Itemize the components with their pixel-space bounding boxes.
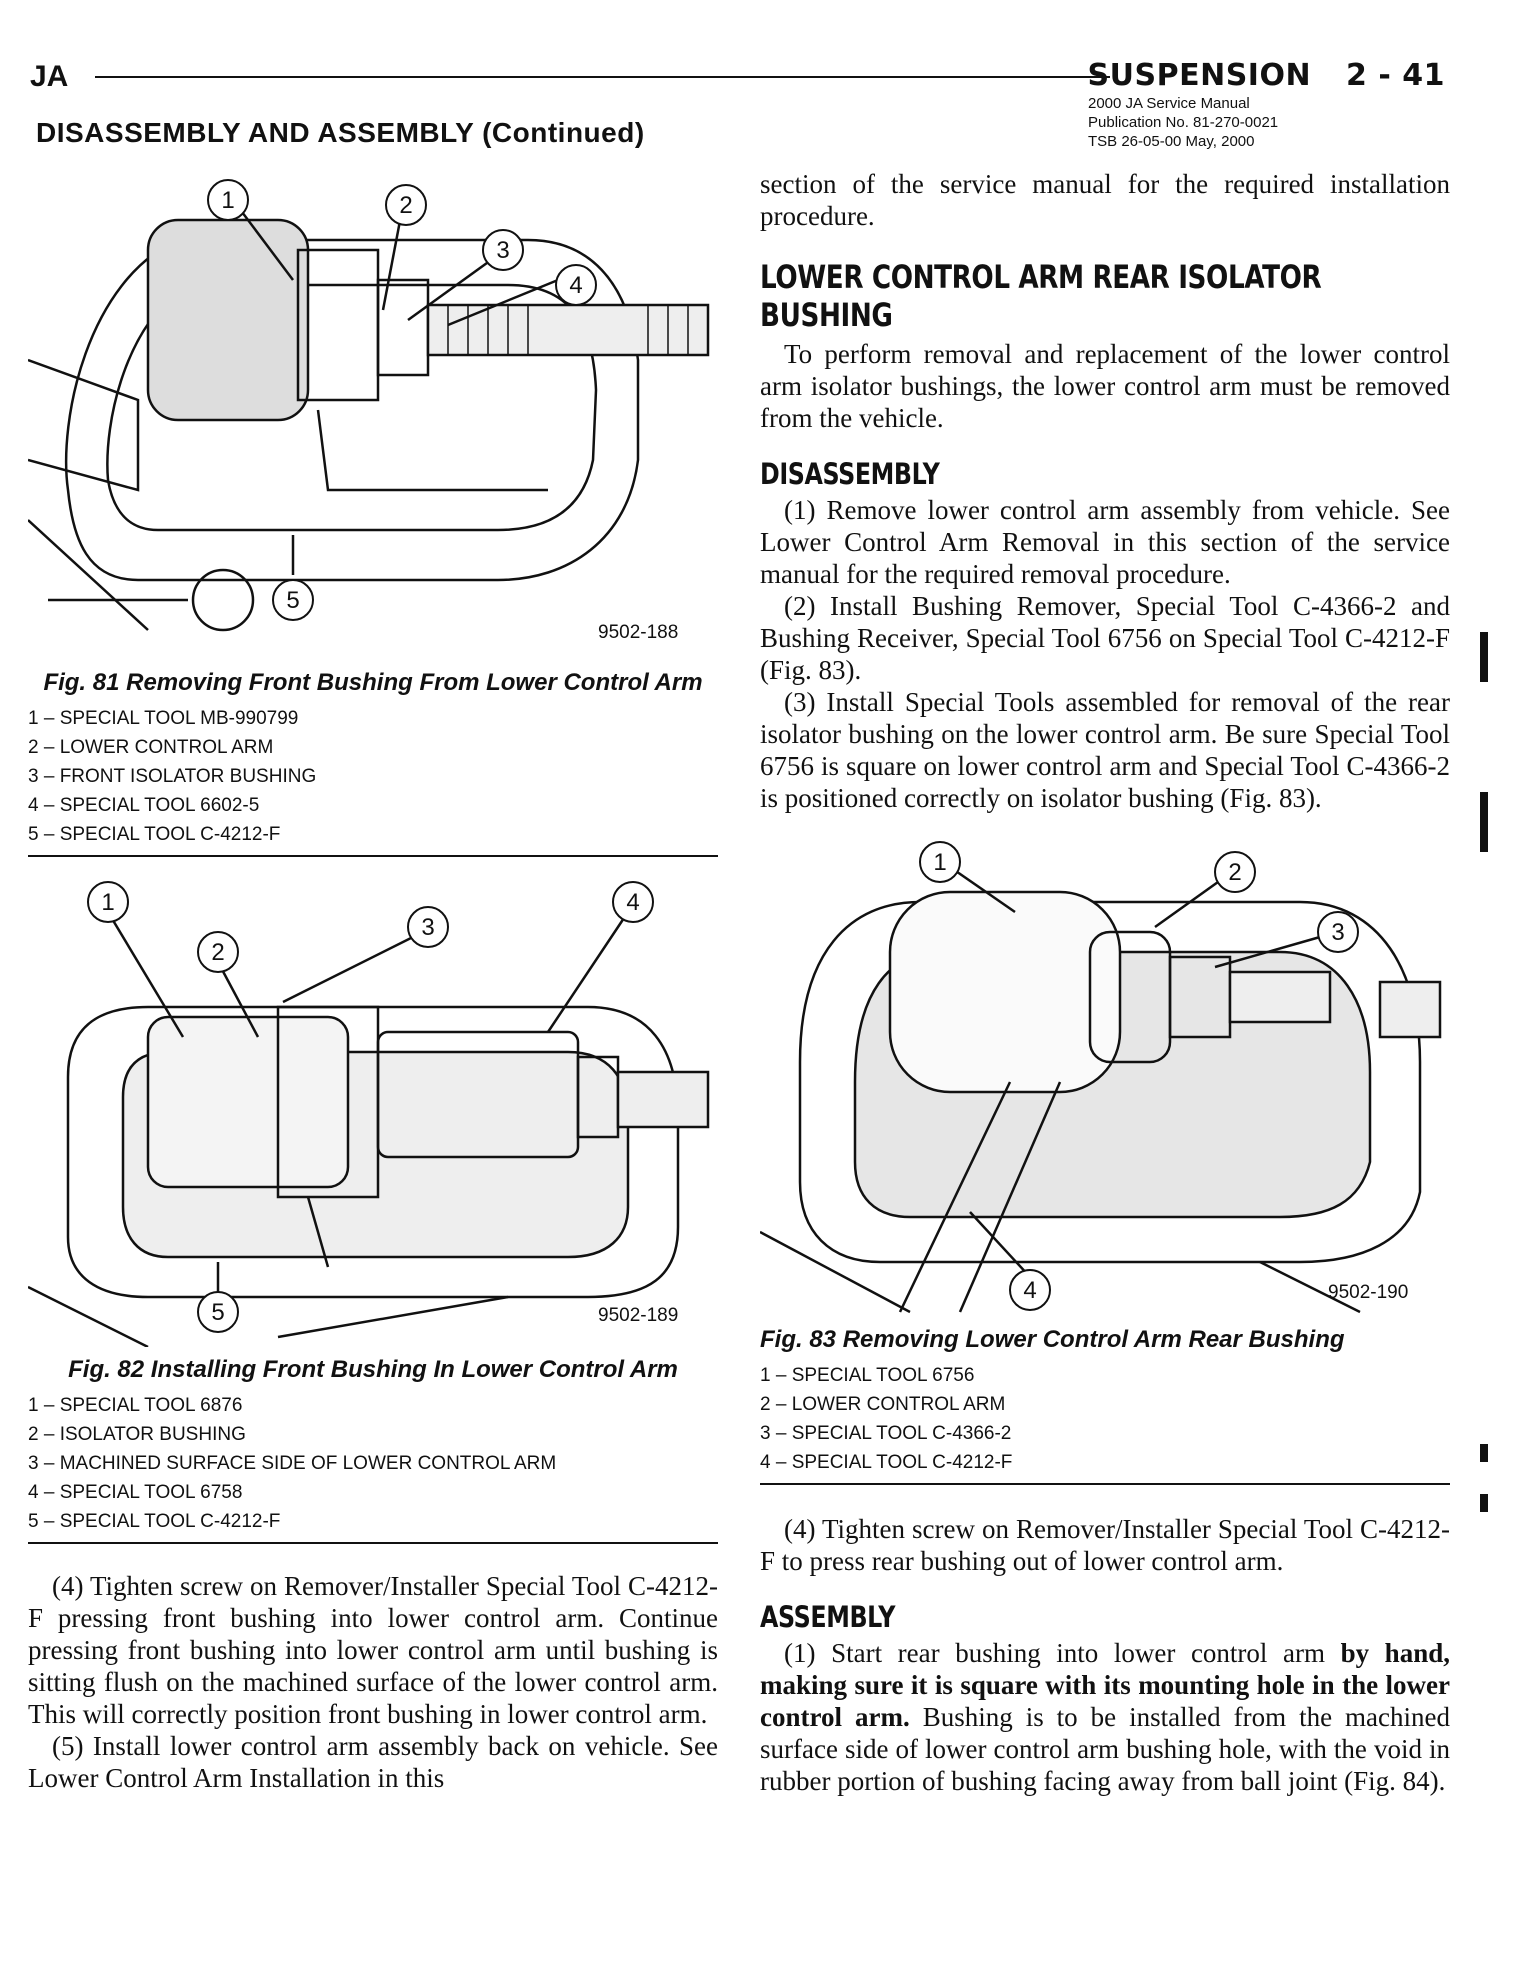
fig81-callout: 4 bbox=[569, 272, 582, 299]
header-manual-code: JA bbox=[30, 60, 69, 93]
fig81-illustration: 1 2 3 4 5 bbox=[28, 179, 710, 632]
fig81-callout: 2 bbox=[399, 192, 412, 219]
header-section-name: SUSPENSION bbox=[1087, 58, 1312, 93]
legend-rule bbox=[760, 1483, 1450, 1485]
step-text: (1) Start rear bushing into lower contro… bbox=[784, 1638, 1341, 1668]
fig82-legend: 1 – SPECIAL TOOL 6876 2 – ISOLATOR BUSHI… bbox=[28, 1391, 718, 1536]
fig82-code: 9502-189 bbox=[598, 1305, 679, 1326]
legend-item: 2 – LOWER CONTROL ARM bbox=[760, 1394, 1006, 1415]
body-paragraph: section of the service manual for the re… bbox=[760, 169, 1450, 231]
step-paragraph: (2) Install Bushing Remover, Special Too… bbox=[760, 591, 1450, 685]
fig83-illustration: 1 2 3 4 bbox=[760, 841, 1442, 1314]
body-paragraph: To perform removal and replacement of th… bbox=[760, 339, 1450, 433]
fig83-callout: 1 bbox=[933, 849, 946, 876]
legend-item: 4 – SPECIAL TOOL C-4212-F bbox=[760, 1452, 1013, 1473]
fig81-code: 9502-188 bbox=[598, 622, 679, 643]
subsection-heading: ASSEMBLY bbox=[760, 1600, 896, 1634]
step-text: Bushing is to be installed from the mach… bbox=[760, 1702, 1450, 1796]
legend-item: 3 – FRONT ISOLATOR BUSHING bbox=[28, 766, 317, 787]
legend-item: 4 – SPECIAL TOOL 6602-5 bbox=[28, 795, 260, 816]
section-title: DISASSEMBLY AND ASSEMBLY (Continued) bbox=[36, 117, 645, 148]
fig82-callout: 2 bbox=[211, 939, 224, 966]
subsection-heading: DISASSEMBLY bbox=[760, 457, 940, 491]
step-paragraph: (1) Remove lower control arm assembly fr… bbox=[760, 495, 1450, 589]
fig82-callout: 3 bbox=[421, 914, 434, 941]
legend-item: 4 – SPECIAL TOOL 6758 bbox=[28, 1482, 243, 1503]
step-paragraph: (4) Tighten screw on Remover/Installer S… bbox=[760, 1514, 1450, 1576]
header-rule bbox=[95, 76, 1110, 78]
figure-83: 1 2 3 4 9502-190 bbox=[760, 832, 1450, 1317]
body-paragraph: (5) Install lower control arm assembly b… bbox=[28, 1731, 718, 1793]
fig81-legend: 1 – SPECIAL TOOL MB-990799 2 – LOWER CON… bbox=[28, 704, 718, 849]
fig83-legend: 1 – SPECIAL TOOL 6756 2 – LOWER CONTROL … bbox=[760, 1361, 1450, 1477]
legend-item: 1 – SPECIAL TOOL MB-990799 bbox=[28, 708, 299, 729]
legend-rule bbox=[28, 855, 718, 857]
fig81-caption: Fig. 81 Removing Front Bushing From Lowe… bbox=[43, 669, 703, 696]
fig82-callout: 4 bbox=[626, 889, 639, 916]
fig81-callout: 1 bbox=[221, 187, 234, 214]
section-heading: LOWER CONTROL ARM REAR ISOLATOR BUSHING bbox=[760, 258, 1322, 334]
legend-item: 3 – SPECIAL TOOL C-4366-2 bbox=[760, 1423, 1012, 1444]
publication-line: 2000 JA Service Manual bbox=[1088, 95, 1250, 112]
step-paragraph: (3) Install Special Tools assembled for … bbox=[760, 687, 1450, 813]
legend-rule bbox=[28, 1542, 718, 1544]
left-column: 1 2 3 4 5 9502-188 Fig. 81 Removing Fron… bbox=[28, 160, 718, 1794]
fig83-callout: 4 bbox=[1023, 1277, 1036, 1304]
change-bar bbox=[1480, 632, 1488, 682]
step-emphasis: by hand, making sure it is square with i… bbox=[760, 1638, 1450, 1732]
change-bar bbox=[1480, 792, 1488, 852]
publication-info: 2000 JA Service Manual Publication No. 8… bbox=[1088, 94, 1278, 151]
legend-item: 5 – SPECIAL TOOL C-4212-F bbox=[28, 1511, 281, 1532]
header-page-number: 2 - 41 bbox=[1346, 58, 1445, 93]
fig82-callout: 1 bbox=[101, 889, 114, 916]
figure-81: 1 2 3 4 5 9502-188 bbox=[28, 160, 718, 660]
legend-item: 1 – SPECIAL TOOL 6876 bbox=[28, 1395, 243, 1416]
legend-item: 2 – ISOLATOR BUSHING bbox=[28, 1424, 246, 1445]
header-section: SUSPENSION 2 - 41 bbox=[1088, 58, 1445, 93]
fig82-caption: Fig. 82 Installing Front Bushing In Lowe… bbox=[68, 1356, 678, 1383]
body-paragraph: (4) Tighten screw on Remover/Installer S… bbox=[28, 1571, 718, 1729]
change-bar bbox=[1480, 1444, 1488, 1462]
fig82-illustration: 1 2 3 4 5 bbox=[28, 881, 710, 1347]
step-paragraph: (1) Start rear bushing into lower contro… bbox=[760, 1637, 1450, 1797]
right-column: section of the service manual for the re… bbox=[760, 168, 1450, 1797]
fig83-callout: 2 bbox=[1228, 859, 1241, 886]
figure-82: 1 2 3 4 5 9502-189 bbox=[28, 867, 718, 1347]
publication-line: Publication No. 81-270-0021 bbox=[1088, 114, 1279, 131]
publication-line: TSB 26-05-00 May, 2000 bbox=[1088, 133, 1255, 150]
fig83-caption: Fig. 83 Removing Lower Control Arm Rear … bbox=[760, 1326, 1345, 1353]
fig83-callout: 3 bbox=[1331, 919, 1344, 946]
legend-item: 3 – MACHINED SURFACE SIDE OF LOWER CONTR… bbox=[28, 1453, 557, 1474]
change-bar bbox=[1480, 1494, 1488, 1512]
fig81-callout: 3 bbox=[496, 237, 509, 264]
fig82-callout: 5 bbox=[211, 1299, 224, 1326]
fig83-code: 9502-190 bbox=[1328, 1282, 1409, 1303]
legend-item: 1 – SPECIAL TOOL 6756 bbox=[760, 1365, 975, 1386]
legend-item: 2 – LOWER CONTROL ARM bbox=[28, 737, 274, 758]
fig81-callout: 5 bbox=[286, 587, 299, 614]
legend-item: 5 – SPECIAL TOOL C-4212-F bbox=[28, 824, 281, 845]
